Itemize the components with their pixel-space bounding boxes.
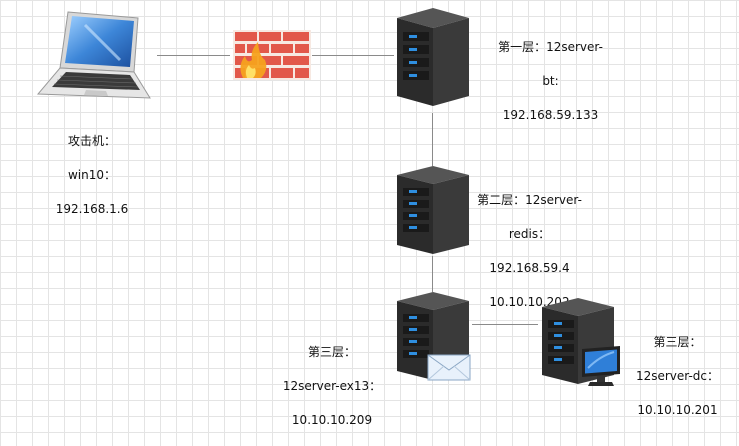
layer3a-line-1: 第三层： bbox=[307, 345, 356, 359]
layer3b-label: 第三层： 12server-dc： 10.10.10.201 bbox=[630, 317, 725, 436]
layer2-line-3: 192.168.59.4 bbox=[489, 261, 570, 275]
mail-icon bbox=[427, 354, 471, 381]
attacker-label: 攻击机： win10： 192.168.1.6 bbox=[52, 116, 132, 235]
layer2-label: 第二层：12server- redis： 192.168.59.4 10.10.… bbox=[472, 175, 587, 328]
layer2-server bbox=[395, 166, 470, 256]
mail bbox=[427, 352, 471, 382]
link-layer3a-layer3b bbox=[472, 324, 538, 325]
layer1-label: 第一层：12server- bt: 192.168.59.133 bbox=[488, 22, 613, 141]
server-icon bbox=[397, 166, 469, 254]
layer1-line-3: 192.168.59.133 bbox=[502, 108, 599, 122]
laptop-icon bbox=[36, 11, 151, 99]
link-layer2-layer3a bbox=[432, 256, 433, 292]
layer3a-label: 第三层： 12server-ex13： 10.10.10.209 bbox=[282, 327, 382, 446]
network-diagram: 攻击机： win10： 192.168.1.6 第一层：12server bbox=[30, 8, 719, 427]
layer1-line-2: bt: bbox=[542, 74, 559, 88]
attacker-line-1: 攻击机： bbox=[67, 134, 116, 148]
layer2-line-2: redis： bbox=[508, 227, 551, 241]
attacker-line-2: win10： bbox=[67, 168, 117, 182]
link-attacker-firewall bbox=[157, 55, 230, 56]
layer3b-line-2: 12server-dc： bbox=[635, 369, 720, 383]
attacker-laptop bbox=[30, 10, 155, 105]
layer1-line-1: 第一层：12server- bbox=[498, 40, 603, 54]
link-layer1-layer2 bbox=[432, 113, 433, 166]
layer3b-line-1: 第三层： bbox=[653, 335, 702, 349]
firewall-icon bbox=[233, 30, 311, 80]
monitor bbox=[580, 346, 622, 388]
layer3a-line-2: 12server-ex13： bbox=[282, 379, 382, 393]
layer3a-line-3: 10.10.10.209 bbox=[291, 413, 373, 427]
firewall bbox=[233, 30, 313, 82]
layer2-line-1: 第二层：12server- bbox=[477, 193, 582, 207]
layer1-server bbox=[395, 8, 470, 108]
attacker-line-3: 192.168.1.6 bbox=[55, 202, 129, 216]
link-firewall-layer1 bbox=[312, 55, 394, 56]
monitor-icon bbox=[582, 346, 620, 386]
server-icon bbox=[397, 8, 469, 106]
